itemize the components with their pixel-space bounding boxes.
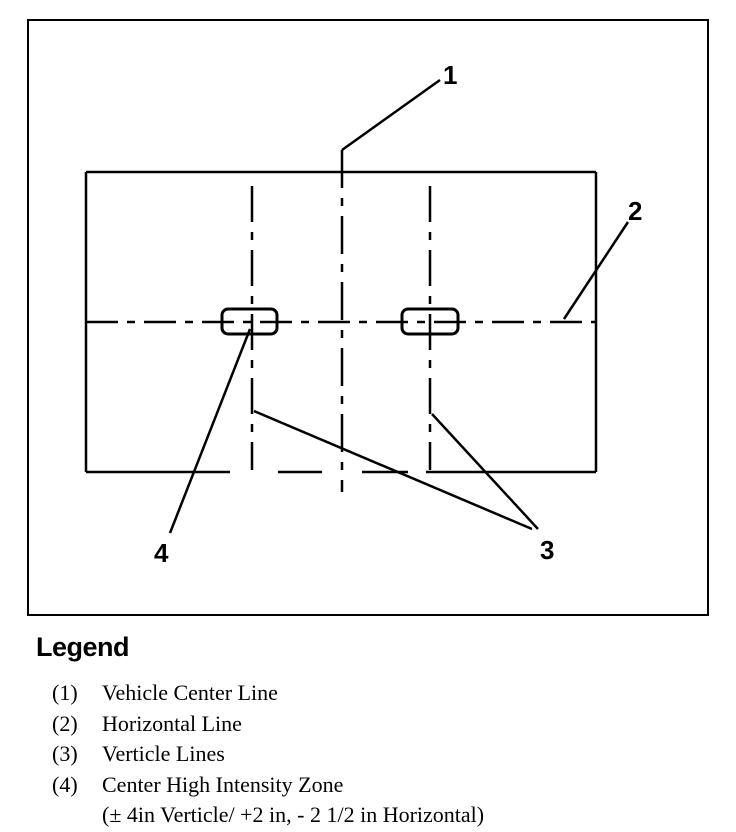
legend-item: (2) Horizontal Line [52,709,484,740]
high-intensity-zone-left [220,307,279,336]
high-intensity-zone-right [400,307,460,336]
legend-item: (3) Verticle Lines [52,739,484,770]
leader-line-3a [253,409,533,531]
headlamp-aim-diagram: 1 2 3 4 [84,60,642,568]
diagram-frame [27,19,709,616]
leader-line-3b [431,413,539,530]
legend-item-text: Center High Intensity Zone [102,771,344,797]
legend-item: (1) Vehicle Center Line [52,678,484,709]
legend-list: (1) Vehicle Center Line (2) Horizontal L… [52,678,484,831]
legend-item-number: (3) [52,741,78,766]
callout-4: 4 [154,538,169,568]
leader-line-1 [341,78,441,152]
legend-item-number: (4) [52,771,78,797]
callout-1: 1 [443,60,457,90]
callout-2: 2 [628,196,642,226]
legend-item-text: Vehicle Center Line [102,680,278,705]
leader-line-2 [562,221,630,320]
callout-3: 3 [540,535,554,565]
legend-title: Legend [36,632,130,662]
legend-item-number: (2) [52,710,78,736]
legend-item-detail: (± 4in Verticle/ +2 in, - 2 1/2 in Horiz… [102,802,485,827]
legend-item: (4) Center High Intensity Zone [52,770,484,801]
leader-line-4 [168,328,252,534]
legend-item-number: (1) [52,680,78,705]
legend-item-text: Horizontal Line [102,710,242,736]
legend-item-text: Verticle Lines [102,741,225,766]
